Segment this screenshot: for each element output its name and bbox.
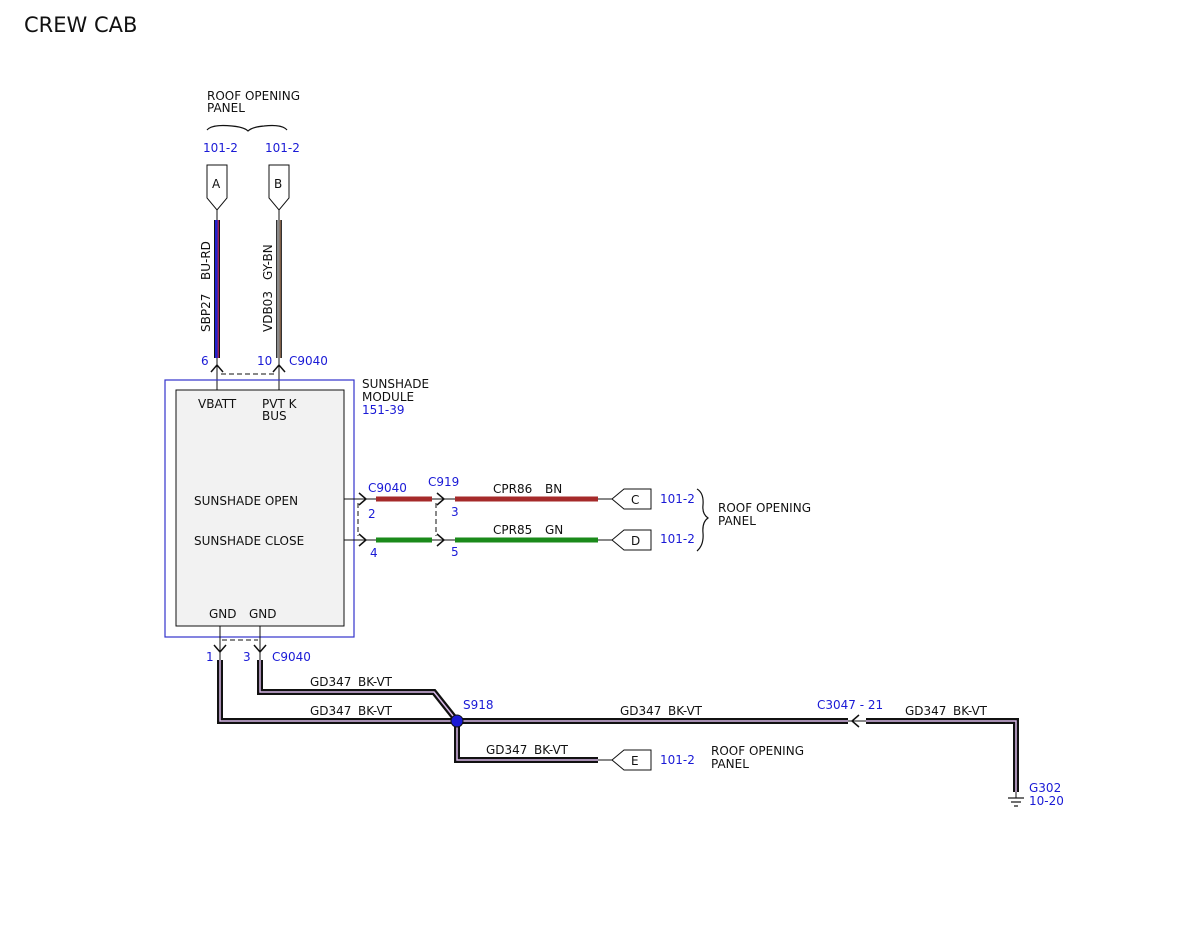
connector-a-letter: A xyxy=(212,177,221,191)
ground-g302-ref[interactable]: 10-20 xyxy=(1029,794,1064,808)
pin-3-arrow-icon xyxy=(436,492,446,506)
right-connector-group: C9040 C919 2 3 4 5 CPR86 BN CPR85 GN xyxy=(344,475,811,560)
connector-b-letter: B xyxy=(274,177,282,191)
module-ref[interactable]: 151-39 xyxy=(362,403,405,417)
wire-main-color-label: BK-VT xyxy=(668,704,703,718)
pin-gnd2-label: GND xyxy=(249,607,277,621)
c3047-arrow-icon xyxy=(850,714,860,728)
pin-6-label: 6 xyxy=(201,354,209,368)
connector-c9040-right-label[interactable]: C9040 xyxy=(368,481,407,495)
wire-upper-color-label: BK-VT xyxy=(358,675,393,689)
roof-panel-brace-top xyxy=(206,124,288,132)
pin-4-arrow-icon xyxy=(358,533,368,547)
connector-c919-label[interactable]: C919 xyxy=(428,475,459,489)
connector-c9040-bottom-label[interactable]: C9040 xyxy=(272,650,311,664)
pin-10-label: 10 xyxy=(257,354,272,368)
roof-panel-label-right-line2: PANEL xyxy=(718,514,756,528)
pin-5-label: 5 xyxy=(451,545,459,559)
pin-2-label: 2 xyxy=(368,507,376,521)
module-name-line1: SUNSHADE xyxy=(362,377,429,391)
wire-branch-color-label: BK-VT xyxy=(534,743,569,757)
connector-b-shape xyxy=(268,164,290,211)
connector-e-ref[interactable]: 101-2 xyxy=(660,753,695,767)
splice-s918-dot[interactable] xyxy=(450,714,464,728)
wire-branch-circuit-label: GD347 xyxy=(486,743,527,757)
wire-main-circuit-label: GD347 xyxy=(620,704,661,718)
ground-icon xyxy=(1008,792,1024,807)
wire-cpr86-color-label: BN xyxy=(545,482,562,496)
top-connector-group: ROOF OPENING PANEL 101-2 101-2 A B SBP27… xyxy=(199,89,328,390)
pin-3-gnd-arrow-icon xyxy=(253,644,267,654)
roof-panel-label-right-line1: ROOF OPENING xyxy=(718,501,811,515)
wire-gd347-lower[interactable] xyxy=(217,660,457,724)
wire-gd347-branch[interactable] xyxy=(454,721,598,763)
connector-e-label-line2: PANEL xyxy=(711,757,749,771)
connector-d-ref[interactable]: 101-2 xyxy=(660,532,695,546)
module-name-line2: MODULE xyxy=(362,390,414,404)
splice-s918-label[interactable]: S918 xyxy=(463,698,494,712)
pin-1-label: 1 xyxy=(206,650,214,664)
page-title: CREW CAB xyxy=(24,13,137,37)
wire-cpr86-circuit-label: CPR86 xyxy=(493,482,532,496)
roof-panel-label-top-line2: PANEL xyxy=(207,101,245,115)
wire-b-circuit-label: VDB03 xyxy=(261,291,275,332)
connector-a-ref[interactable]: 101-2 xyxy=(203,141,238,155)
connector-e-label-line1: ROOF OPENING xyxy=(711,744,804,758)
connector-c9040-top-label[interactable]: C9040 xyxy=(289,354,328,368)
wire-cpr85-circuit-label: CPR85 xyxy=(493,523,532,537)
wire-gd347-upper[interactable] xyxy=(257,660,460,723)
pin-2-arrow-icon xyxy=(358,492,368,506)
connector-c-letter: C xyxy=(631,493,639,507)
func-sunshade-open: SUNSHADE OPEN xyxy=(194,494,298,508)
wire-right-circuit-label: GD347 xyxy=(905,704,946,718)
func-sunshade-close: SUNSHADE CLOSE xyxy=(194,534,304,548)
connector-c-ref[interactable]: 101-2 xyxy=(660,492,695,506)
connector-c-shape xyxy=(611,488,652,510)
pin-vbatt-label: VBATT xyxy=(198,397,237,411)
connector-e-letter: E xyxy=(631,754,639,768)
connector-d-letter: D xyxy=(631,534,640,548)
roof-panel-brace-right xyxy=(696,488,710,552)
wire-lower-circuit-label: GD347 xyxy=(310,704,351,718)
pin-pvt-label-line1: PVT K xyxy=(262,397,298,411)
pin-4-label: 4 xyxy=(370,546,378,560)
connector-b-ref[interactable]: 101-2 xyxy=(265,141,300,155)
roof-panel-label-top-line1: ROOF OPENING xyxy=(207,89,300,103)
connector-d-shape xyxy=(611,529,652,551)
wire-cpr85-color-label: GN xyxy=(545,523,563,537)
ground-circuit: 1 3 C9040 S918 xyxy=(206,626,1064,808)
ground-g302-label[interactable]: G302 xyxy=(1029,781,1061,795)
pin-1-arrow-icon xyxy=(213,644,227,654)
pin-5-arrow-icon xyxy=(436,533,446,547)
wire-right-color-label: BK-VT xyxy=(953,704,988,718)
wire-lower-color-label: BK-VT xyxy=(358,704,393,718)
pin-3-label: 3 xyxy=(451,505,459,519)
pin-gnd1-label: GND xyxy=(209,607,237,621)
pin-pvt-label-line2: BUS xyxy=(262,409,287,423)
wire-sbp27[interactable] xyxy=(214,210,220,358)
wire-a-color-label: BU-RD xyxy=(199,241,213,280)
connector-a-shape xyxy=(206,164,228,211)
sunshade-module[interactable]: VBATT PVT K BUS SUNSHADE OPEN SUNSHADE C… xyxy=(164,379,355,638)
wire-upper-circuit-label: GD347 xyxy=(310,675,351,689)
wire-gd347-right[interactable] xyxy=(866,718,1019,792)
connector-c3047-label[interactable]: C3047 - 21 xyxy=(817,698,883,712)
connector-e-shape xyxy=(611,749,652,771)
wire-vdb03[interactable] xyxy=(276,210,282,358)
wire-b-color-label: GY-BN xyxy=(261,244,275,280)
wire-a-circuit-label: SBP27 xyxy=(199,294,213,332)
pin-3-gnd-label: 3 xyxy=(243,650,251,664)
